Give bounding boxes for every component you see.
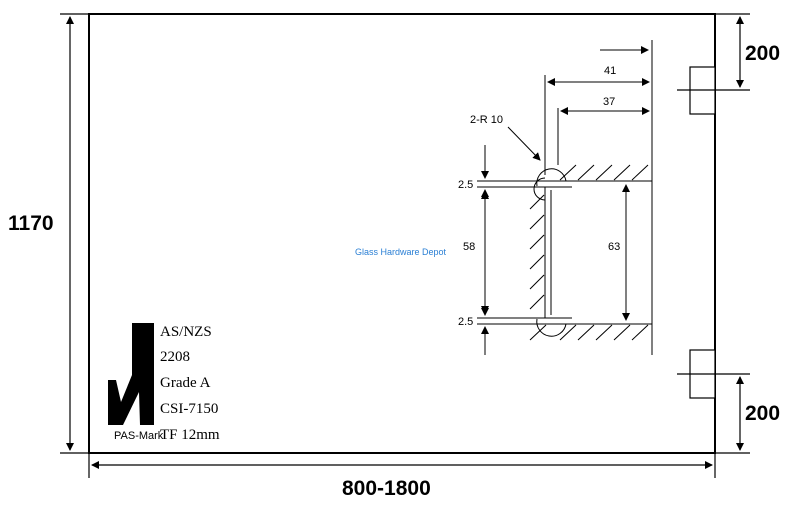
width-label: 800-1800 [342,477,431,500]
pas-mark-caption: PAS-Mark [114,430,164,442]
radius-label: 2-R 10 [470,114,503,126]
cert-line-thickness: TF 12mm [160,427,220,443]
cert-line-number: 2208 [160,349,190,365]
glass-panel-outline [88,13,716,454]
bottom-hinge-offset-label: 200 [745,402,780,425]
height-label: 1170 [8,212,54,235]
width-dimension [88,453,716,478]
cert-line-standard: AS/NZS [160,324,212,340]
gap-top-label: 2.5 [458,179,473,191]
dim-37-label: 37 [603,96,615,108]
dim-41-label: 41 [604,65,616,77]
cert-line-grade: Grade A [160,375,211,391]
pas-mark-logo [108,323,154,425]
bottom-hinge [677,349,750,454]
watermark-text: Glass Hardware Depot [355,247,447,257]
cert-line-csi: CSI-7150 [160,401,218,417]
cutout-detail [477,40,653,355]
dim-63-label: 63 [608,241,620,253]
top-hinge [677,13,750,115]
gap-bottom-label: 2.5 [458,316,473,328]
height-dimension [60,13,89,454]
dim-58-label: 58 [463,241,475,253]
top-hinge-offset-label: 200 [745,42,780,65]
